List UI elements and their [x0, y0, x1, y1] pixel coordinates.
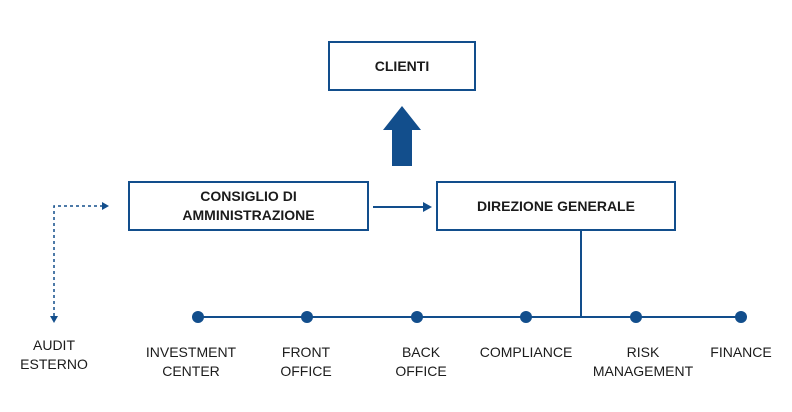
audit-arrowhead-down: [50, 316, 58, 323]
consiglio-label: CONSIGLIO DI AMMINISTRAZIONE: [182, 188, 315, 223]
department-dot: [411, 311, 423, 323]
direzione-box: DIREZIONE GENERALE: [436, 181, 676, 231]
direzione-label: DIREZIONE GENERALE: [477, 197, 635, 214]
department-label: FRONT OFFICE: [280, 344, 332, 379]
audit-label: AUDIT ESTERNO: [20, 337, 88, 372]
department-label: BACK OFFICE: [395, 344, 447, 379]
department-label: COMPLIANCE: [479, 344, 573, 360]
department-label: RISK MANAGEMENT: [592, 344, 694, 379]
board-to-management-arrowhead: [423, 202, 432, 212]
department-dot: [630, 311, 642, 323]
up-arrow-icon: [383, 106, 421, 166]
audit-arrowhead-right: [102, 202, 109, 210]
clienti-label: CLIENTI: [374, 57, 430, 74]
department-dot: [192, 311, 204, 323]
consiglio-box: CONSIGLIO DI AMMINISTRAZIONE: [128, 181, 369, 231]
department-dot: [735, 311, 747, 323]
department-label: INVESTMENT CENTER: [145, 344, 237, 379]
department-dot: [301, 311, 313, 323]
clienti-box: CLIENTI: [328, 41, 476, 91]
department-label: FINANCE: [710, 344, 772, 360]
department-dot: [520, 311, 532, 323]
audit-connector: [53, 205, 102, 316]
